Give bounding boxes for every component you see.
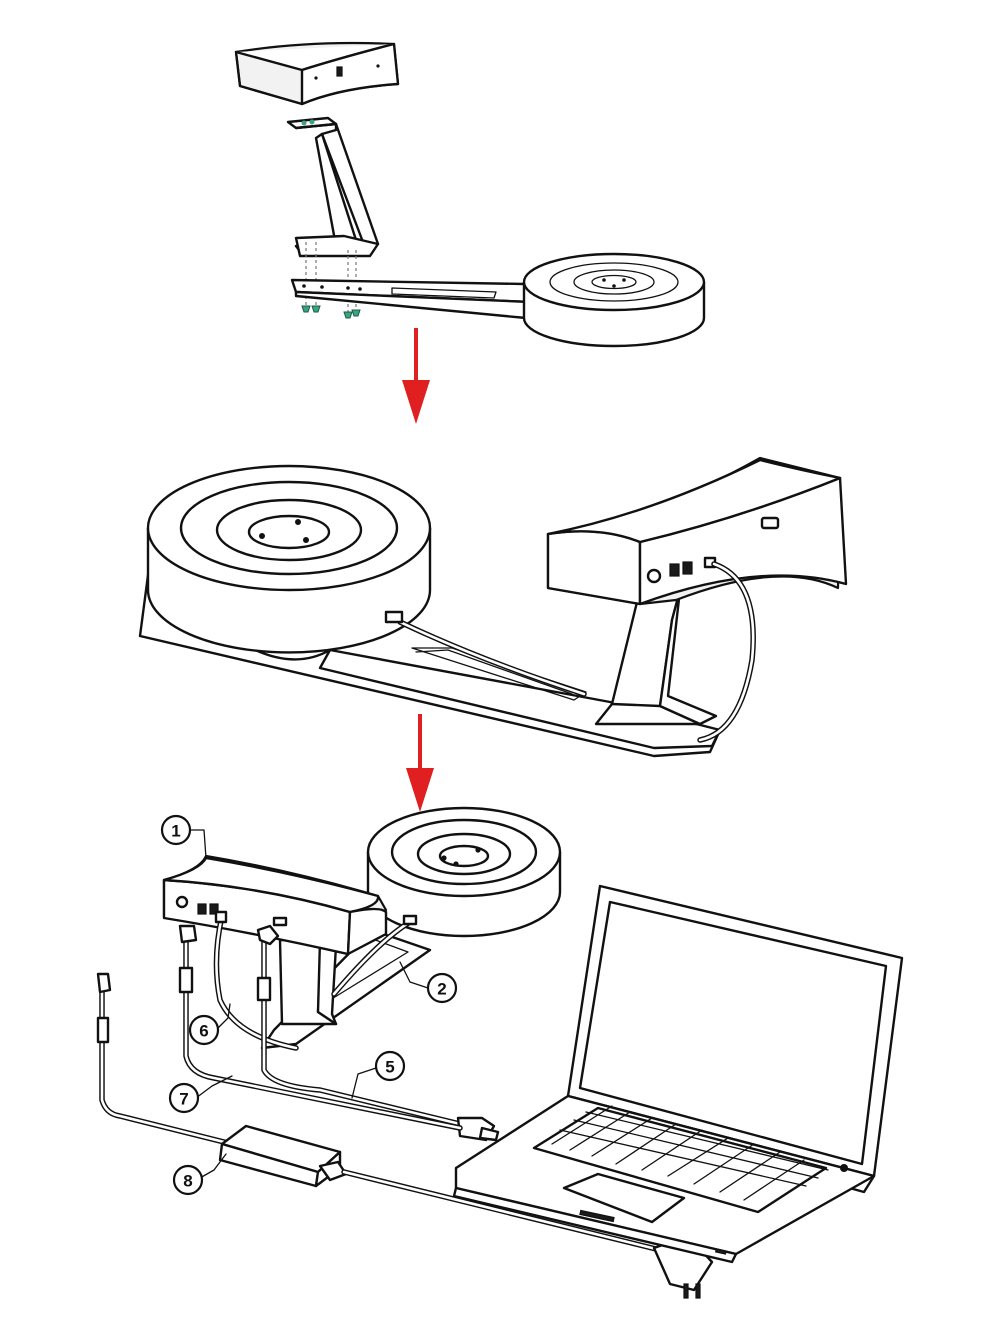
step1-exploded-view [234, 41, 706, 348]
stand-final [278, 938, 338, 1026]
cable-5 [256, 924, 500, 1142]
svg-text:8: 8 [183, 1172, 192, 1191]
svg-text:2: 2 [437, 980, 446, 999]
cable-8-and-adapter [96, 972, 714, 1299]
turntable-cable-final [331, 914, 418, 997]
stand-bracket-exploded [286, 116, 380, 258]
cable-7 [178, 924, 463, 1131]
svg-text:6: 6 [199, 1022, 208, 1041]
svg-text:1: 1 [171, 822, 180, 841]
laptop [452, 884, 904, 1264]
callout-1: 1 [160, 814, 192, 846]
turntable-assembled [146, 464, 432, 654]
scanner-head-exploded [234, 41, 400, 106]
svg-text:7: 7 [179, 1090, 188, 1109]
callout-7: 7 [168, 1082, 200, 1114]
step-arrow-2 [406, 714, 434, 812]
step-arrow-1 [402, 328, 430, 424]
callout-6: 6 [188, 1014, 220, 1046]
scanner-head-assembled [546, 456, 848, 606]
callout-2: 2 [426, 972, 458, 1004]
internal-cables [384, 561, 756, 743]
stand-assembled [594, 588, 718, 726]
callout-leaders [187, 829, 429, 1179]
base-plate-exploded [290, 278, 532, 320]
callout-8: 8 [172, 1164, 204, 1196]
turntable-exploded [522, 252, 706, 348]
turntable-final [366, 806, 562, 938]
screws [301, 305, 361, 319]
step3-connection-view: 1 2 5 6 7 8 [96, 806, 904, 1299]
scanner-head-final [162, 854, 388, 956]
callout-5: 5 [374, 1050, 406, 1082]
svg-text:5: 5 [385, 1058, 394, 1077]
step2-assembled-view [138, 456, 848, 758]
